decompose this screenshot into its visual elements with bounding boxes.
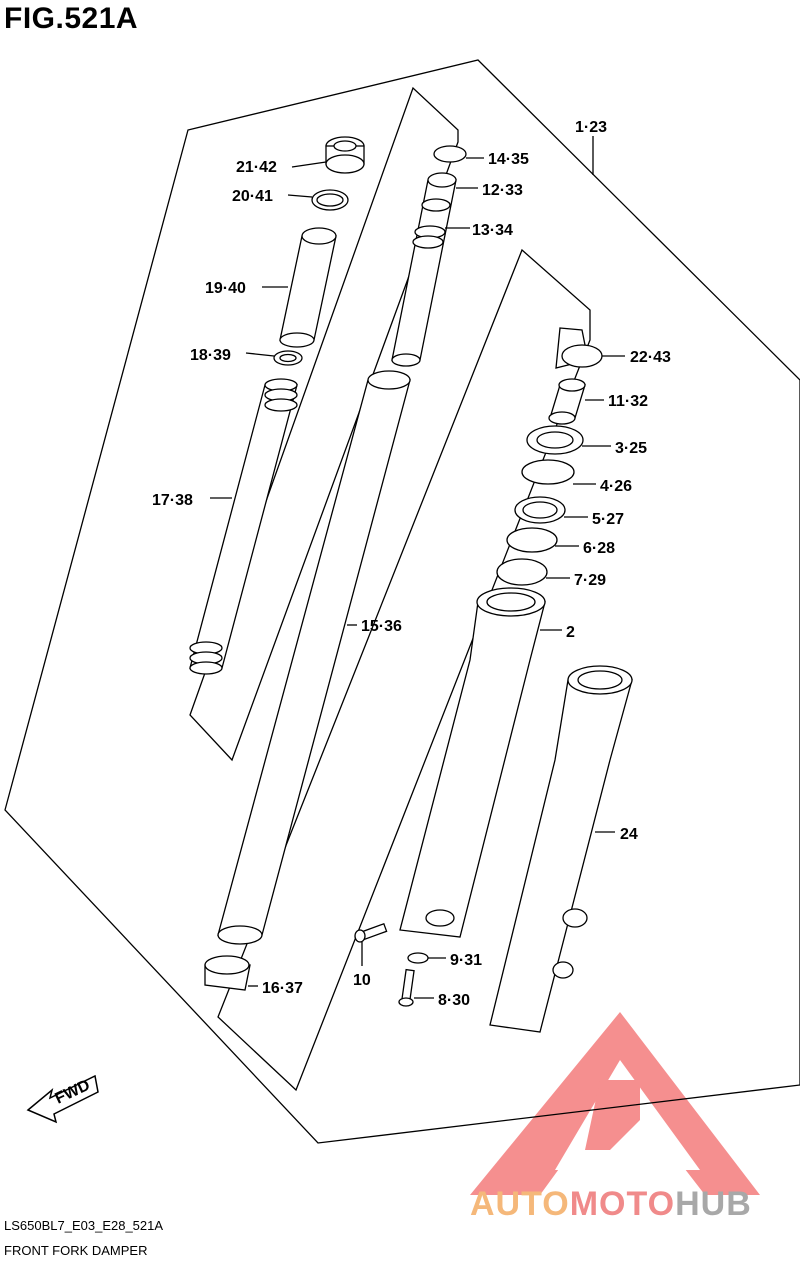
lower-bushing bbox=[496, 558, 548, 586]
callout-label: 10 bbox=[353, 972, 371, 989]
callout-label: 6·28 bbox=[583, 540, 615, 557]
watermark-logo bbox=[470, 1012, 760, 1195]
damper-group-outline bbox=[189, 86, 459, 762]
callout-label: 4·26 bbox=[600, 478, 632, 495]
drain-bolt bbox=[354, 922, 388, 943]
gasket bbox=[407, 952, 429, 964]
callout-label: 19·40 bbox=[205, 280, 246, 297]
callout-label: 13·34 bbox=[472, 222, 513, 239]
callout-label: 15·36 bbox=[361, 618, 402, 635]
slide-bushing bbox=[204, 955, 251, 991]
callout-label: 8·30 bbox=[438, 992, 470, 1009]
callout-label: 14·35 bbox=[488, 151, 529, 168]
figure-name: FRONT FORK DAMPER bbox=[4, 1243, 148, 1258]
oil-seal-clip bbox=[521, 459, 575, 485]
callout-label: 9·31 bbox=[450, 952, 482, 969]
fork-spring bbox=[189, 378, 298, 675]
callout-label: 21·42 bbox=[236, 159, 277, 176]
callout-label: 22·43 bbox=[630, 349, 671, 366]
watermark-brand: AUTOMOTOHUB bbox=[470, 1185, 752, 1223]
callout-label: 1·23 bbox=[575, 119, 607, 136]
figure-code: LS650BL7_E03_E28_521A bbox=[4, 1218, 164, 1233]
dust-seal bbox=[555, 327, 603, 369]
callout-label: 3·25 bbox=[615, 440, 647, 457]
outer-tube-right bbox=[489, 665, 633, 1033]
callout-label: 18·39 bbox=[190, 347, 231, 364]
leader-lines bbox=[210, 136, 625, 999]
callout-label: 17·38 bbox=[152, 492, 193, 509]
inner-tube bbox=[217, 370, 411, 945]
spacer bbox=[279, 227, 337, 348]
damper-bolt bbox=[398, 968, 415, 1007]
callout-label: 5·27 bbox=[592, 511, 624, 528]
fwd-arrow-icon: FWD bbox=[26, 1074, 99, 1124]
stopper-ring bbox=[548, 378, 586, 425]
damper-rod bbox=[391, 172, 457, 367]
callout-label: 2 bbox=[566, 624, 575, 641]
callout-label: 12·33 bbox=[482, 182, 523, 199]
callout-label: 16·37 bbox=[262, 980, 303, 997]
piston-ring bbox=[433, 145, 467, 163]
callout-label: 11·32 bbox=[608, 393, 648, 410]
assembly-outline bbox=[4, 59, 800, 1144]
callout-label: 7·29 bbox=[574, 572, 606, 589]
seal-washer bbox=[506, 527, 558, 553]
callout-label: 24 bbox=[620, 826, 638, 843]
callout-label: 20·41 bbox=[232, 188, 273, 205]
fork-tube-group-outline bbox=[217, 248, 591, 1092]
outer-tube-left bbox=[399, 587, 546, 938]
cap-bolt bbox=[325, 136, 365, 174]
figure-title: FIG.521A bbox=[4, 2, 139, 35]
